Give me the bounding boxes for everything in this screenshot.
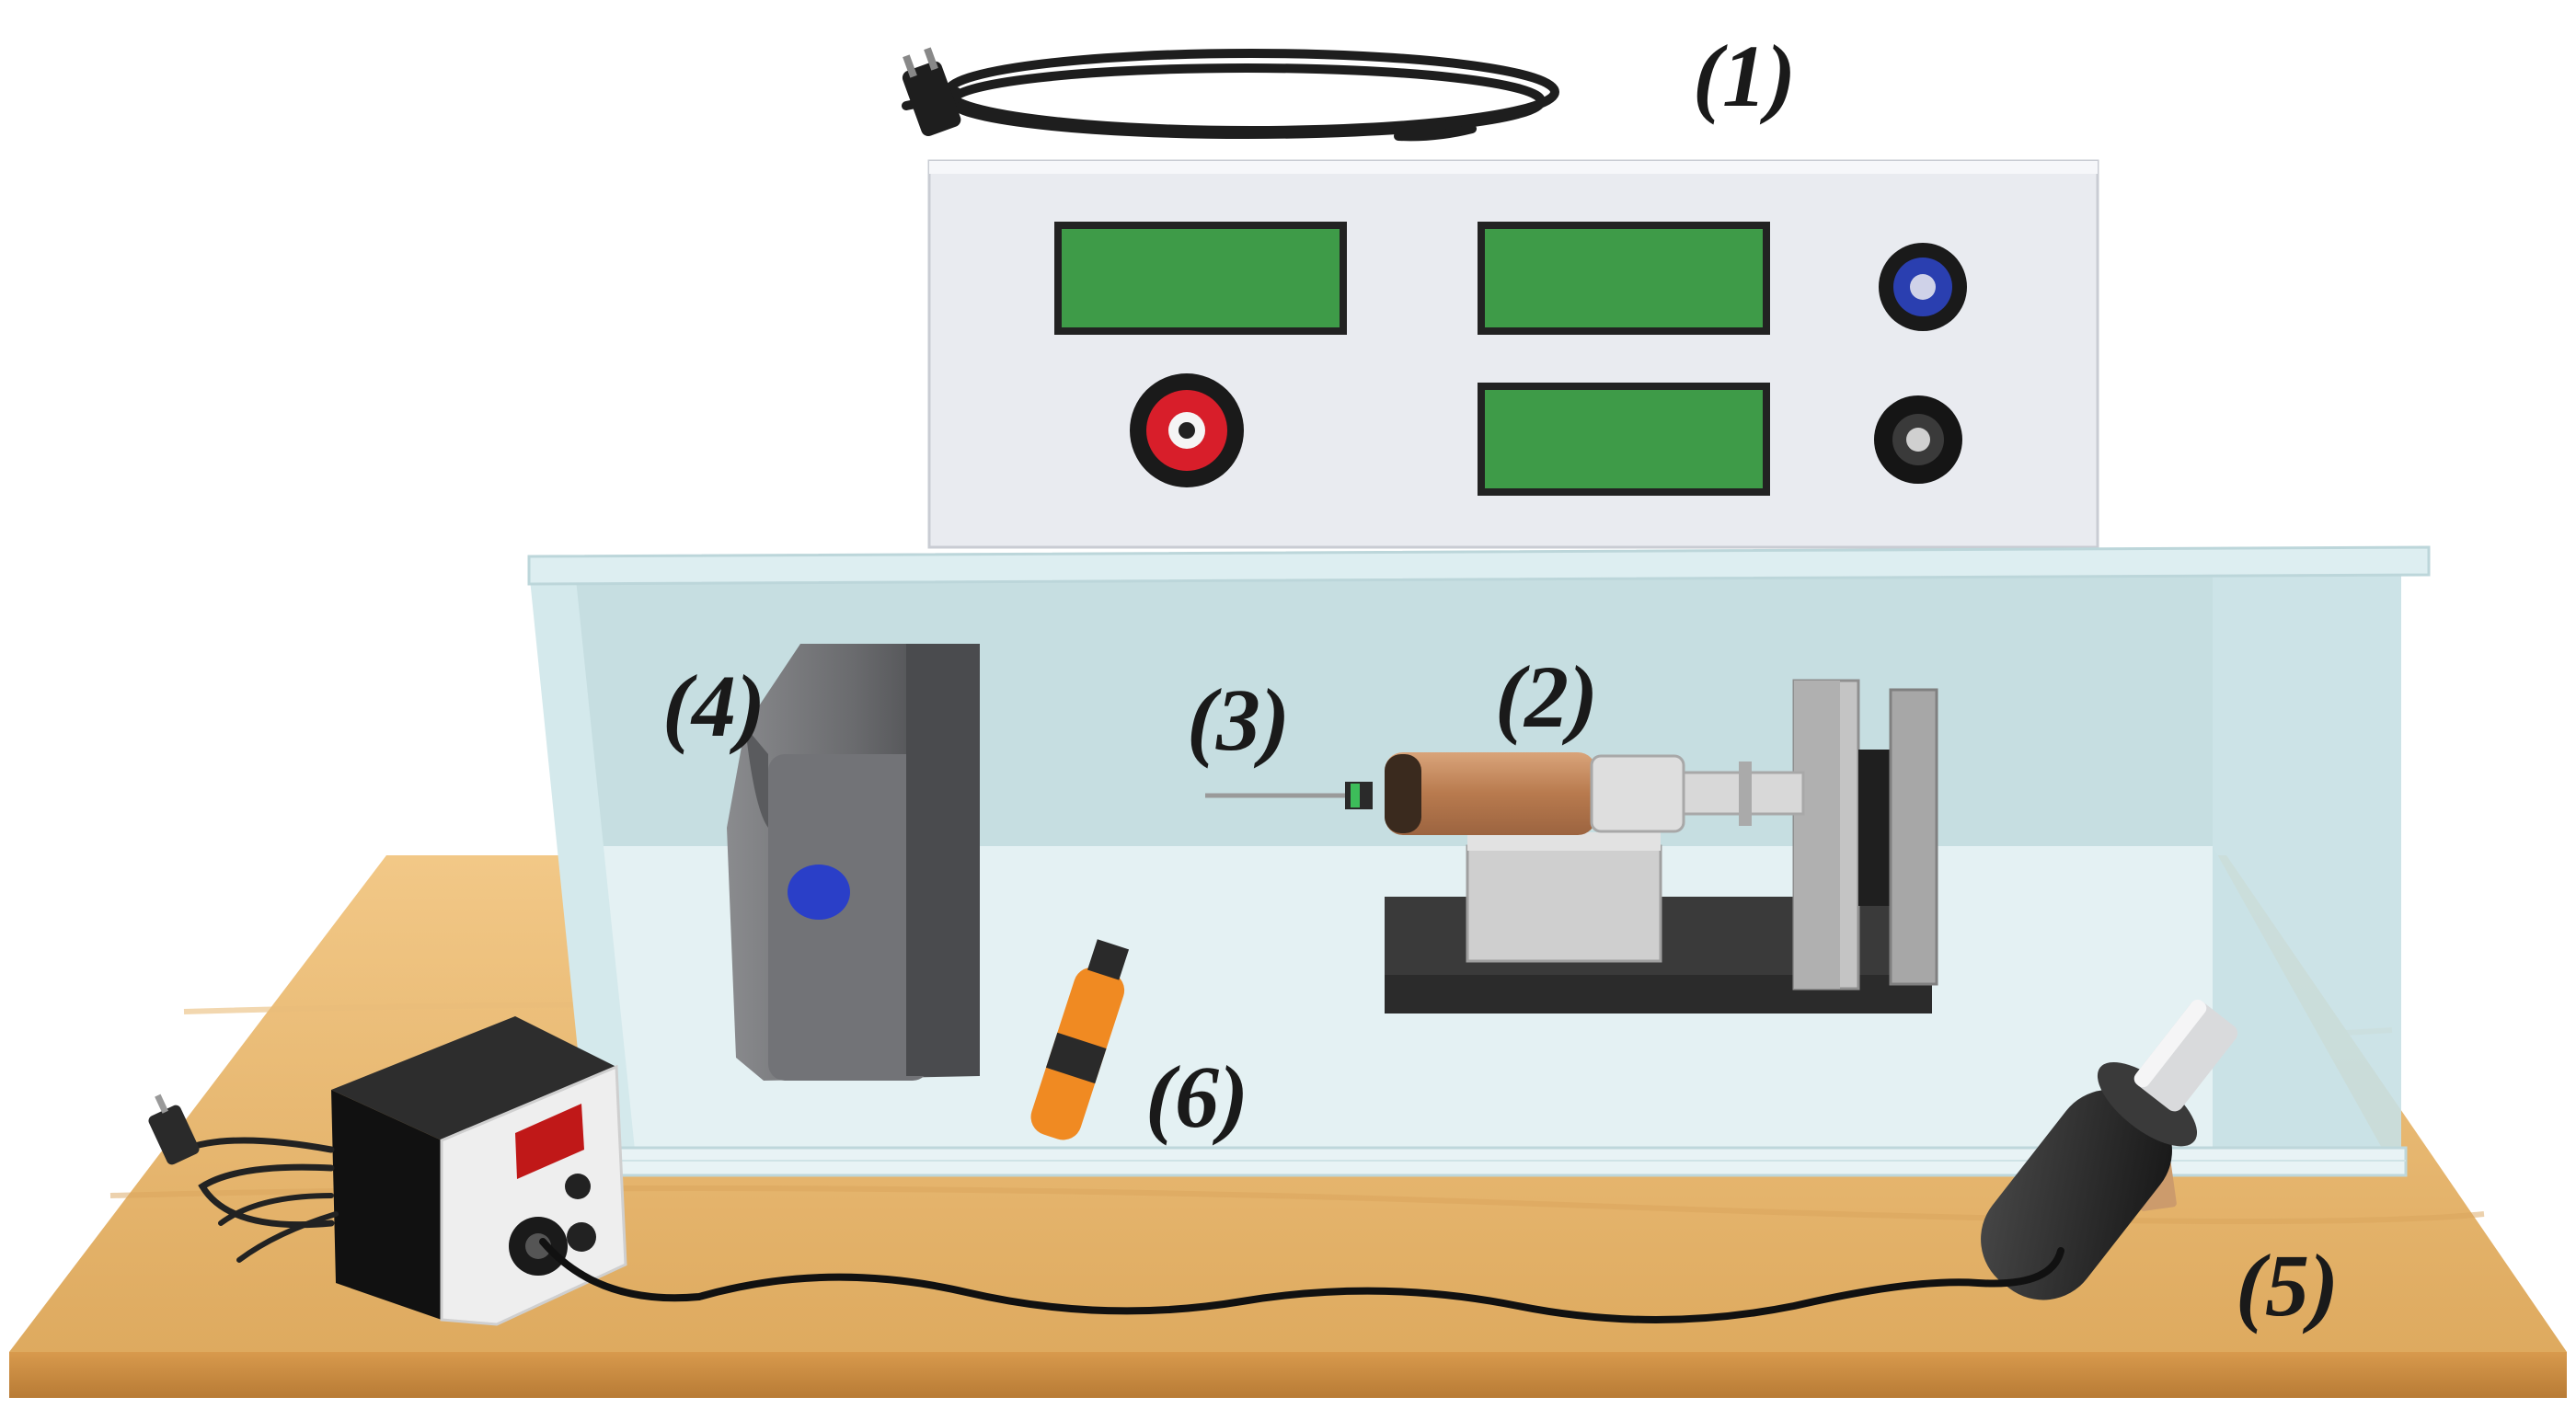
lcd-display-1	[1054, 222, 1347, 335]
label-collector: (4)	[662, 657, 765, 755]
cables	[180, 1137, 2064, 1323]
syringe-pump	[1385, 679, 1938, 1013]
label-sensor: (6)	[1145, 1048, 1248, 1146]
syringe	[1205, 752, 1805, 835]
proximity-sensor	[1030, 939, 1130, 1140]
label-syringe-pump: (2)	[1495, 647, 1598, 746]
high-voltage-power-supply	[927, 159, 2099, 549]
black-knob-icon	[1874, 395, 1962, 484]
motor	[1981, 999, 2238, 1300]
lcd-display-2	[1478, 222, 1770, 335]
lcd-display-3	[1478, 383, 1770, 496]
cable-plug-icon	[148, 1094, 200, 1165]
plug-icon	[902, 47, 961, 136]
red-binding-post-icon	[1130, 373, 1244, 487]
label-power-supply: (1)	[1693, 27, 1796, 125]
collector-blue-dot	[788, 865, 850, 920]
label-motor: (5)	[2236, 1236, 2339, 1334]
coiled-cable-icon	[902, 49, 1559, 142]
blue-knob-icon	[1879, 243, 1967, 331]
label-needle: (3)	[1187, 670, 1290, 769]
motor-controller	[331, 1016, 627, 1326]
rotating-collector	[727, 644, 980, 1081]
controller-display	[515, 1104, 584, 1179]
